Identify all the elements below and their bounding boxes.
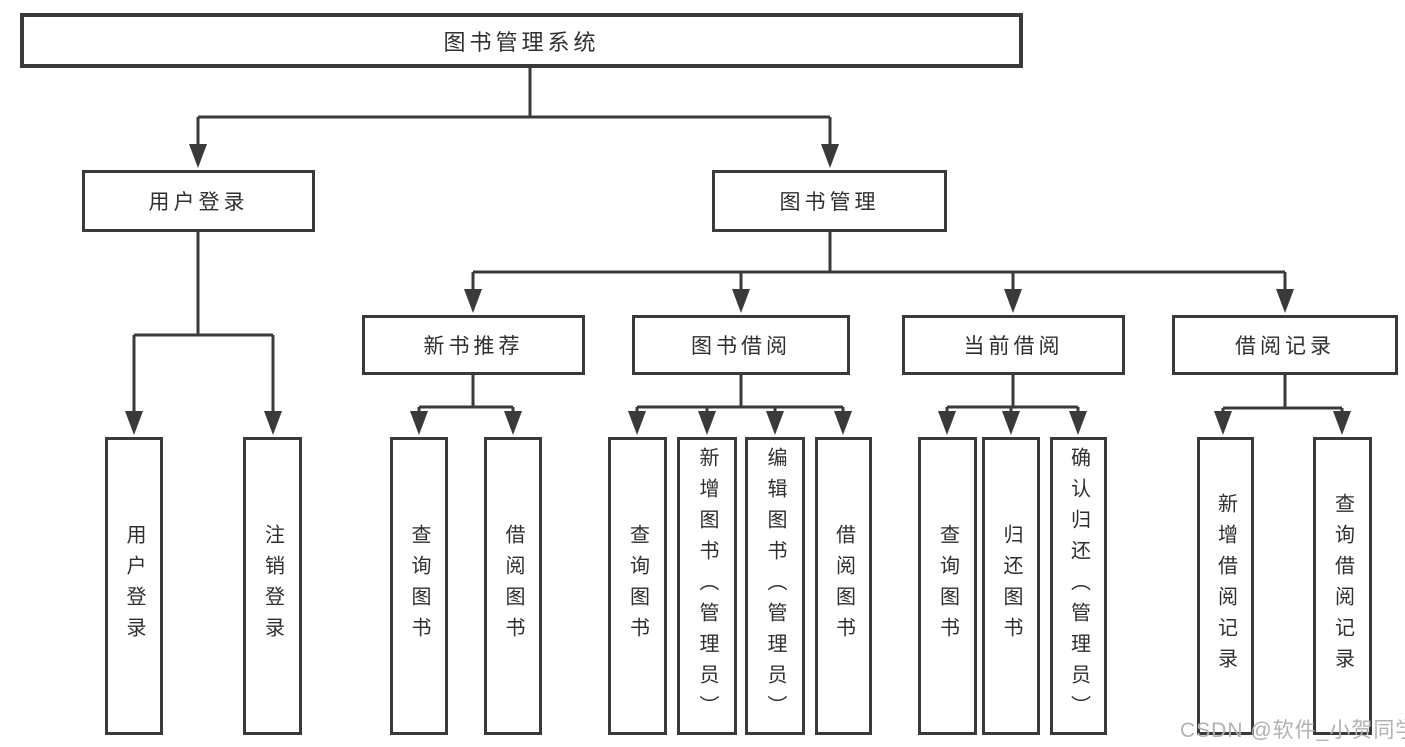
leaf-query-borrow-record: 查询借阅记录	[1313, 437, 1372, 735]
csdn-watermark: CSDN @软件_小贺同学	[1180, 719, 1405, 742]
node-label: 查询图书	[936, 524, 959, 648]
node-label: 借阅图书	[832, 524, 855, 648]
node-user-login: 用户登录	[82, 170, 315, 232]
leaf-confirm-return-admin: 确认归还（管理员）	[1050, 437, 1107, 735]
node-current-borrowing: 当前借阅	[902, 315, 1125, 375]
leaf-borrow-books-under-recommendation: 借阅图书	[484, 437, 542, 735]
node-book-borrowing: 图书借阅	[632, 315, 850, 375]
node-label: 新书推荐	[423, 335, 524, 358]
node-label: 确认归还（管理员）	[1067, 446, 1090, 726]
node-label: 新增借阅记录	[1214, 493, 1237, 679]
node-label: 图书管理	[779, 191, 880, 214]
node-label: 当前借阅	[963, 335, 1064, 358]
node-label: 图书管理系统	[443, 29, 600, 55]
leaf-borrow-books-under-borrowing: 借阅图书	[815, 437, 872, 735]
node-new-book-recommendation: 新书推荐	[362, 315, 585, 375]
node-label: 借阅图书	[502, 524, 524, 648]
leaf-query-books-under-borrowing: 查询图书	[608, 437, 667, 735]
node-label: 查询图书	[626, 524, 649, 648]
arrowheads	[125, 144, 1351, 435]
node-label: 图书借阅	[691, 335, 791, 358]
node-label: 新增图书（管理员）	[696, 446, 718, 726]
node-label: 注销登录	[261, 524, 284, 648]
node-label: 借阅记录	[1235, 335, 1335, 358]
leaf-query-books-under-recommendation: 查询图书	[390, 437, 448, 735]
leaf-user-login: 用户登录	[105, 437, 163, 735]
leaf-edit-book-admin: 编辑图书（管理员）	[745, 437, 805, 735]
node-library-management-system: 图书管理系统	[20, 13, 1023, 68]
leaf-return-book: 归还图书	[982, 437, 1040, 735]
leaf-add-borrow-record: 新增借阅记录	[1197, 437, 1254, 735]
leaf-add-book-admin: 新增图书（管理员）	[677, 437, 737, 735]
node-label: 用户登录	[148, 191, 249, 214]
leaf-logout: 注销登录	[243, 437, 302, 735]
node-label: 编辑图书（管理员）	[764, 446, 786, 726]
node-label: 查询借阅记录	[1331, 493, 1354, 679]
node-book-management: 图书管理	[712, 170, 947, 232]
node-label: 查询图书	[408, 524, 430, 648]
node-label: 用户登录	[123, 524, 145, 648]
node-label: 归还图书	[1000, 524, 1022, 648]
leaf-query-books-under-current: 查询图书	[918, 437, 977, 735]
node-borrowing-records: 借阅记录	[1172, 315, 1398, 375]
